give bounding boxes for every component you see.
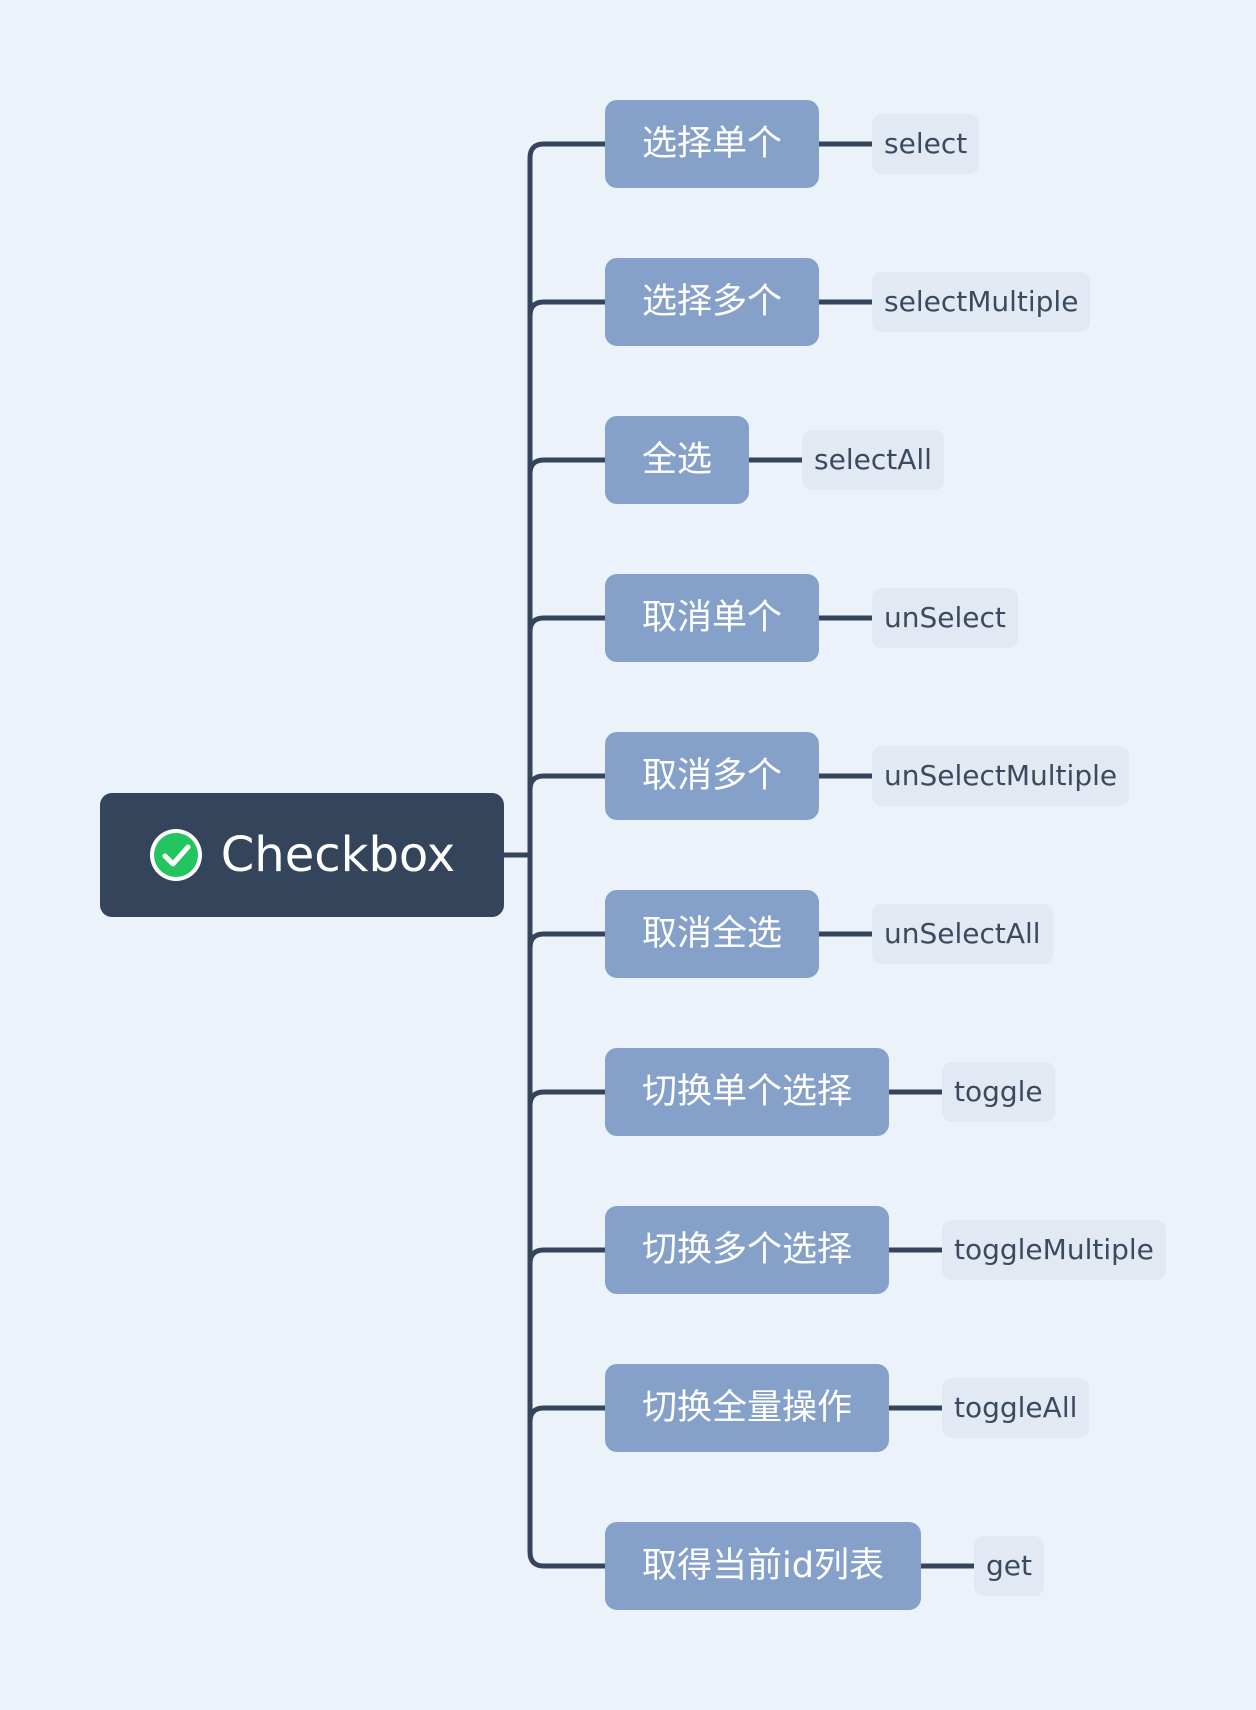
branch-node-toggle-all[interactable]: 切换全量操作 <box>605 1364 890 1452</box>
root-label: Checkbox <box>220 827 456 883</box>
branch-node-unselect-multiple[interactable]: 取消多个 <box>605 732 820 820</box>
branch-node-select-multiple[interactable]: 选择多个 <box>605 258 820 346</box>
branch-node-toggle[interactable]: 切换单个选择 <box>605 1048 890 1136</box>
leaf-node-select[interactable]: select <box>872 114 980 174</box>
leaf-node-unselect[interactable]: unSelect <box>872 588 1018 648</box>
leaf-node-unselect-all[interactable]: unSelectAll <box>872 904 1053 964</box>
trunk-to-branch-line <box>527 1089 605 1107</box>
leaf-node-get[interactable]: get <box>974 1536 1044 1596</box>
check-circle-icon <box>149 829 202 881</box>
trunk-line <box>527 141 545 1569</box>
branch-node-get[interactable]: 取得当前id列表 <box>605 1522 921 1610</box>
trunk-to-branch-line <box>527 1405 605 1423</box>
leaf-node-toggle-all[interactable]: toggleAll <box>942 1378 1090 1438</box>
trunk-to-branch-line <box>527 457 605 475</box>
branch-node-toggle-multiple[interactable]: 切换多个选择 <box>605 1206 890 1294</box>
branch-node-unselect-all[interactable]: 取消全选 <box>605 890 820 978</box>
trunk-to-branch-line <box>527 1247 605 1265</box>
root-node-checkbox[interactable]: Checkbox <box>100 793 504 917</box>
trunk-to-branch-line <box>527 931 605 949</box>
leaf-node-select-all[interactable]: selectAll <box>802 430 944 490</box>
leaf-node-toggle-multiple[interactable]: toggleMultiple <box>942 1220 1166 1280</box>
branch-node-select-all[interactable]: 全选 <box>605 416 750 504</box>
branch-node-select[interactable]: 选择单个 <box>605 100 820 188</box>
leaf-node-unselect-multiple[interactable]: unSelectMultiple <box>872 746 1130 806</box>
branch-node-unselect[interactable]: 取消单个 <box>605 574 820 662</box>
leaf-node-select-multiple[interactable]: selectMultiple <box>872 272 1091 332</box>
trunk-to-branch-line <box>527 773 605 791</box>
trunk-to-branch-line <box>527 615 605 633</box>
trunk-to-branch-line <box>527 299 605 317</box>
leaf-node-toggle[interactable]: toggle <box>942 1062 1055 1122</box>
